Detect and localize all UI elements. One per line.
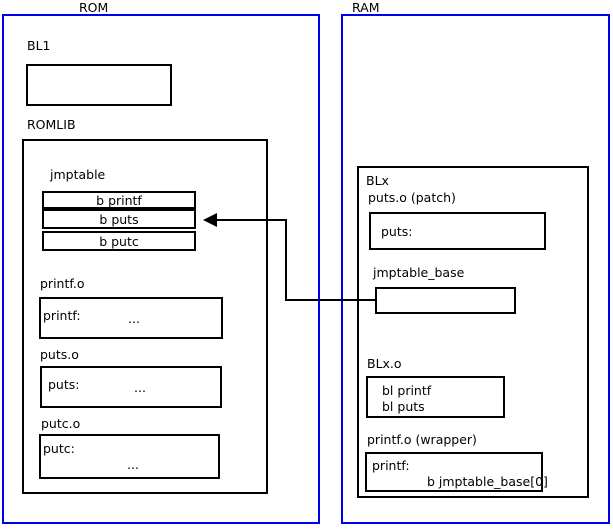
blx-patch-symbol: puts:: [381, 224, 413, 239]
romlib-puts-symbol: puts:: [48, 377, 80, 392]
jmptable-entry-1[interactable]: b puts: [42, 209, 196, 229]
jmptable-entry-0[interactable]: b printf: [42, 191, 196, 209]
blx-wrapper-label: printf.o (wrapper): [367, 432, 477, 447]
blx-patch-label: puts.o (patch): [368, 190, 456, 205]
connector-segment-top: [216, 219, 287, 221]
blx-o-line-0: bl printf: [382, 383, 432, 398]
romlib-putc-symbol: putc:: [43, 441, 75, 456]
connector-segment-vertical: [285, 219, 287, 301]
blx-patch-box: puts:: [369, 212, 546, 250]
jmptable-base-label: jmptable_base: [373, 265, 465, 280]
blx-o-label: BLx.o: [367, 356, 402, 371]
blx-label: BLx: [366, 173, 389, 188]
blx-wrapper-branch: b jmptable_base[0]: [427, 474, 548, 489]
connector-arrowhead: [203, 213, 217, 227]
blx-wrapper-symbol: printf:: [372, 458, 410, 473]
romlib-printf-o-box: printf: ...: [39, 297, 223, 339]
romlib-label: ROMLIB: [27, 117, 76, 132]
romlib-putc-o-box: putc: ...: [39, 434, 220, 479]
romlib-putc-body: ...: [127, 457, 139, 472]
romlib-printf-symbol: printf:: [43, 308, 81, 323]
blx-o-box: bl printf bl puts: [366, 376, 505, 418]
romlib-puts-body: ...: [134, 380, 146, 395]
bl1-label: BL1: [27, 38, 51, 53]
jmptable-label: jmptable: [50, 167, 106, 182]
romlib-puts-o-label: puts.o: [40, 347, 79, 362]
blx-wrapper-box: printf: b jmptable_base[0]: [365, 452, 548, 492]
ram-region: [341, 14, 610, 524]
jmptable-entry-2[interactable]: b putc: [42, 231, 196, 251]
romlib-printf-o-label: printf.o: [40, 276, 85, 291]
rom-region: [2, 14, 320, 524]
romlib-puts-o-box: puts: ...: [40, 366, 222, 408]
bl1-box: [26, 64, 172, 106]
jmptable-base-box[interactable]: [375, 287, 516, 314]
ram-region-label: RAM: [352, 0, 380, 15]
blx-o-line-1: bl puts: [382, 399, 425, 414]
rom-region-label: ROM: [79, 0, 109, 15]
romlib-putc-o-label: putc.o: [41, 416, 81, 431]
romlib-printf-body: ...: [128, 311, 140, 326]
connector-segment-bottom: [285, 299, 377, 301]
